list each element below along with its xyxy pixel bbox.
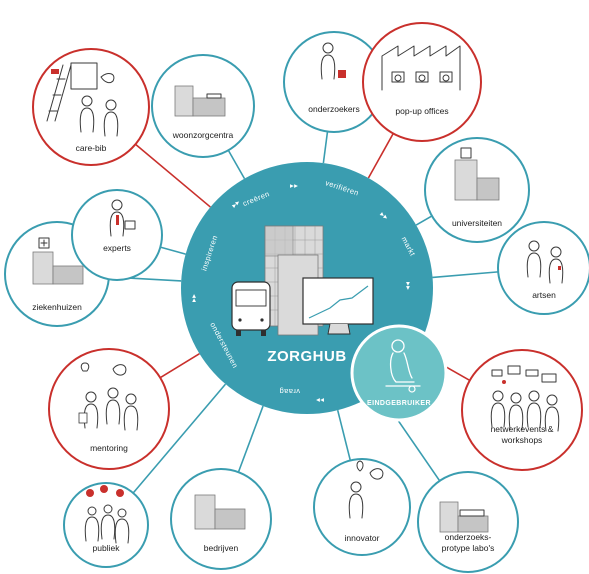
- node-circle-experts: [71, 189, 163, 281]
- node-label-ziekenhuizen: ziekenhuizen: [32, 302, 82, 312]
- node-circle-care-bib: [32, 48, 150, 166]
- node-label-artsen: artsen: [532, 290, 556, 300]
- node-circle-mentoring: [48, 348, 170, 470]
- connector-mentoring: [159, 353, 200, 379]
- connector-experts: [160, 246, 186, 255]
- node-onderzoeks-labos: onderzoeks-protype labo's: [417, 471, 519, 573]
- node-artsen: artsen: [497, 221, 589, 315]
- node-woonzorgcentra: woonzorgcentra: [151, 54, 255, 158]
- node-label-netwerkevents-0: netwerkevents &: [491, 424, 554, 434]
- innovator-person-icon: [348, 460, 384, 519]
- ring-arrow-1: ▸▸: [290, 181, 298, 190]
- node-netwerkevents: netwerkevents &workshops: [461, 349, 583, 471]
- connector-universiteiten: [415, 215, 433, 226]
- ring-label-vraag: vraag: [279, 387, 300, 396]
- hub-illustration-icon: [231, 225, 374, 336]
- wheelchair-user-icon: [385, 339, 421, 393]
- node-label-experts: experts: [103, 243, 131, 253]
- node-label-woonzorgcentra: woonzorgcentra: [172, 130, 234, 140]
- node-publiek: publiek: [63, 482, 149, 568]
- connector-onderzoekers: [322, 131, 329, 164]
- node-label-bedrijven: bedrijven: [204, 543, 239, 553]
- node-label-mentoring: mentoring: [90, 443, 128, 453]
- workshop-people-icon: [490, 365, 560, 432]
- lab-building-icon: [439, 501, 489, 533]
- node-bedrijven: bedrijven: [170, 468, 272, 570]
- node-label-onderzoeks-labos-1: protype labo's: [442, 543, 495, 553]
- ring-arrow-5: ▸▸: [189, 294, 198, 302]
- expert-person-icon: [109, 199, 136, 237]
- node-mentoring: mentoring: [48, 348, 170, 470]
- people-with-books-icon: [46, 62, 119, 137]
- node-experts: experts: [71, 189, 163, 281]
- connector-publiek: [132, 383, 227, 494]
- node-pop-up-offices: pop-up offices: [362, 22, 482, 142]
- node-universiteiten: universiteiten: [424, 137, 530, 243]
- node-circle-artsen: [497, 221, 589, 315]
- hospital-building-icon: [32, 237, 84, 285]
- node-label-publiek: publiek: [93, 543, 121, 553]
- node-circle-publiek: [63, 482, 149, 568]
- ring-arrow-4: ▸▸: [316, 396, 324, 405]
- connector-innovator: [336, 410, 352, 461]
- connector-pop-up-offices: [367, 133, 394, 179]
- node-care-bib: care-bib: [32, 48, 150, 166]
- end-user-label: EINDGEBRUIKER: [367, 400, 431, 407]
- connector-woonzorgcentra: [227, 149, 246, 179]
- node-innovator: innovator: [313, 458, 411, 556]
- node-label-onderzoeks-labos-0: onderzoeks-: [445, 532, 492, 542]
- connector-care-bib: [134, 143, 211, 208]
- node-label-onderzoekers: onderzoekers: [308, 104, 360, 114]
- node-label-universiteiten: universiteiten: [452, 218, 502, 228]
- factory-office-icon: [381, 45, 461, 91]
- node-circle-innovator: [313, 458, 411, 556]
- end-user-node: EINDGEBRUIKER: [350, 324, 448, 422]
- public-crowd-icon: [84, 485, 130, 544]
- node-label-innovator: innovator: [345, 533, 380, 543]
- company-building-icon: [194, 494, 246, 530]
- ring-arrow-3: ▸▸: [404, 282, 413, 290]
- doctors-icon: [526, 240, 564, 284]
- hub-title: ZORGHUB: [267, 348, 346, 365]
- node-label-pop-up-offices: pop-up offices: [395, 106, 448, 116]
- node-label-netwerkevents-1: workshops: [501, 435, 543, 445]
- university-building-icon: [454, 147, 500, 201]
- mentoring-people-icon: [78, 362, 139, 431]
- connector-bedrijven: [237, 405, 264, 473]
- researcher-icon: [320, 42, 346, 80]
- node-label-care-bib: care-bib: [76, 143, 107, 153]
- end-user-circle: [350, 324, 448, 422]
- connector-artsen: [432, 271, 499, 279]
- building-icon: [174, 85, 226, 117]
